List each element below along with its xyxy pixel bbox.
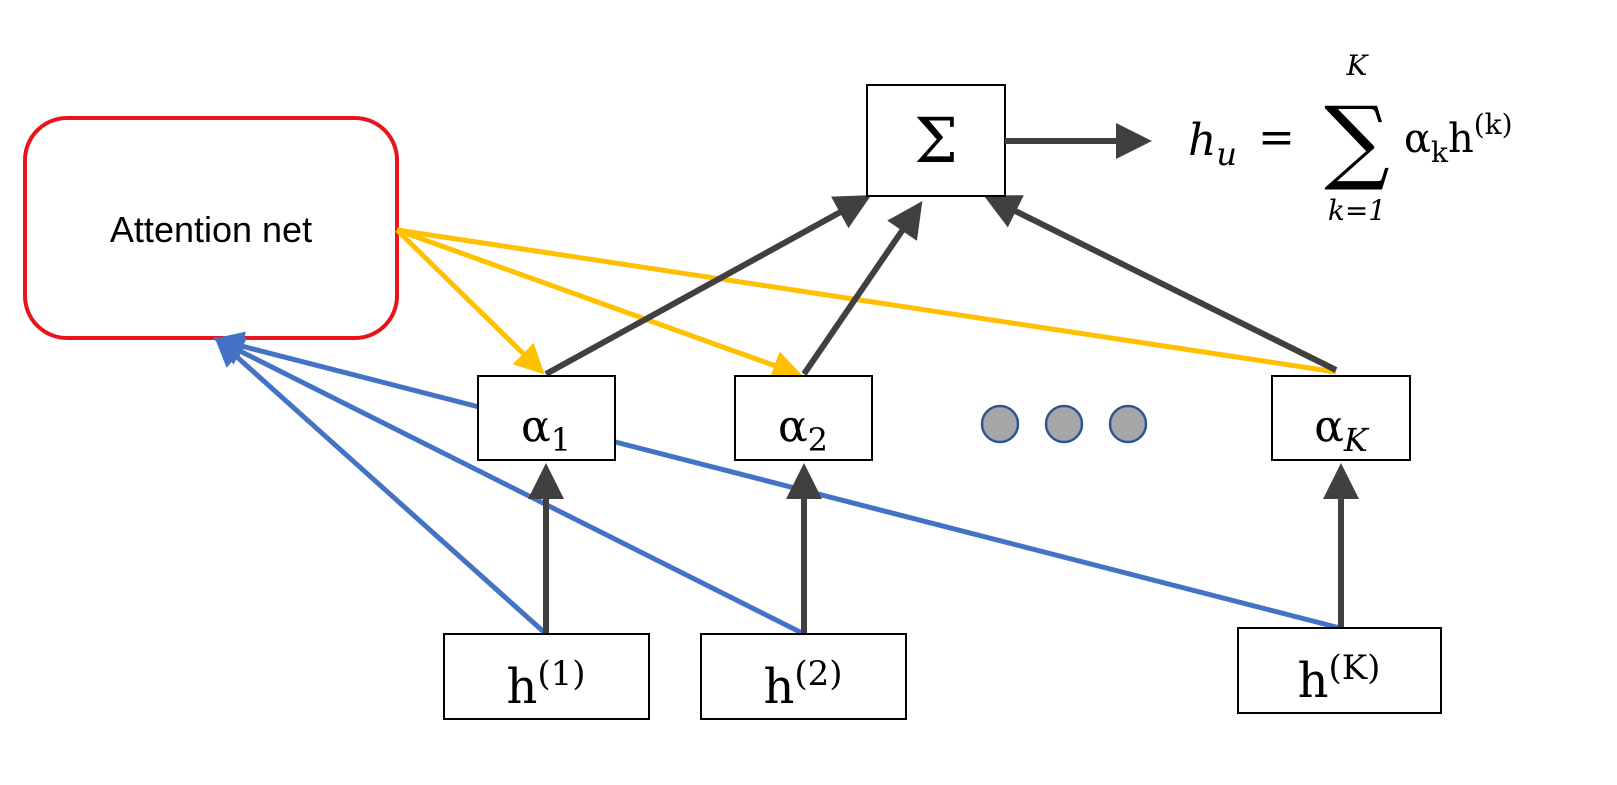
alpha-node-2: α2 (734, 375, 873, 461)
hidden-node-k-label: h(K) (1298, 648, 1381, 709)
ellipsis-dot (1044, 404, 1084, 444)
hidden-node-1-label: h(1) (506, 654, 585, 715)
arrow-alpha-1-to-sum (544, 195, 872, 377)
attention-net-box (23, 116, 399, 340)
hidden-node-1: h(1) (443, 633, 650, 720)
output-formula: hu = K ∑ k=1 αkh(k) (1188, 49, 1513, 227)
hidden-node-2: h(2) (700, 633, 907, 720)
formula-equals: = (1258, 112, 1295, 163)
arrow-attention-to-alpha-2 (396, 227, 803, 380)
arrow-hk-to-attention (213, 331, 1341, 631)
formula-upper-limit: K (1346, 49, 1370, 82)
formula-lhs: hu (1188, 115, 1237, 173)
sum-node-box (866, 84, 1006, 197)
arrow-h1-to-attention (214, 336, 547, 635)
alpha-node-1-label: α1 (521, 401, 571, 459)
arrow-attention-to-alpha-1 (395, 228, 545, 375)
hidden-node-2-label: h(2) (763, 654, 842, 715)
ellipsis-dots-icon (980, 404, 1148, 444)
formula-term: αkh(k) (1404, 108, 1513, 169)
sum-node-symbol: Σ (914, 104, 958, 177)
arrow-alpha-2-to-sum (801, 201, 923, 376)
ellipsis-dot (1108, 404, 1148, 444)
alpha-node-k: αK (1271, 375, 1411, 461)
ellipsis-dot (980, 404, 1020, 444)
formula-sum-symbol: ∑ (1324, 87, 1390, 194)
arrow-attention-to-alpha-k (396, 227, 1337, 375)
attention-net-label: Attention net (110, 209, 312, 250)
hidden-node-k: h(K) (1237, 627, 1442, 714)
alpha-node-k-label: αK (1314, 401, 1370, 459)
arrow-h2-to-attention (213, 337, 804, 636)
formula-lower-limit: k=1 (1328, 194, 1386, 227)
alpha-node-1: α1 (477, 375, 616, 461)
alpha-node-2-label: α2 (778, 401, 828, 459)
arrow-alpha-k-to-sum (983, 195, 1338, 373)
